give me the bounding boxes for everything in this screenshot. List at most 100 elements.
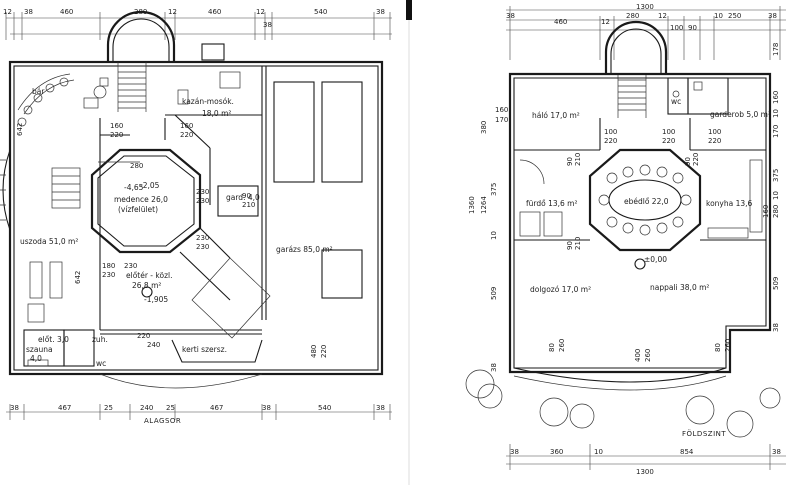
dim-in-14: 230 bbox=[124, 262, 137, 270]
dim-in-7: 230 bbox=[196, 197, 209, 205]
gdim-left-3: 1264 bbox=[480, 196, 488, 214]
gdim-left-1: 1360 bbox=[468, 196, 476, 214]
gdim-bottom-6: 1300 bbox=[636, 468, 654, 476]
label-level-a: -4,65 bbox=[124, 183, 144, 192]
label-halo: háló 17,0 m² bbox=[532, 111, 580, 120]
dim-top-9: 540 bbox=[314, 8, 327, 16]
gdim-in-4: 220 bbox=[604, 137, 617, 145]
dim-top-10: 38 bbox=[376, 8, 385, 16]
label-eloter-area: 26,8 m² bbox=[132, 281, 161, 290]
gdim-in-18: 260 bbox=[644, 349, 652, 362]
dim-bottom-6: 467 bbox=[210, 404, 223, 412]
label-kerti: kerti szersz. bbox=[182, 345, 227, 354]
dim-top-7: 12 bbox=[256, 8, 265, 16]
gdim-in-5: 100 bbox=[662, 128, 675, 136]
ground-plan: 1300 38 460 12 280 12 100 90 10 250 38 bbox=[465, 3, 786, 476]
dining-chairs bbox=[598, 164, 692, 236]
gdim-bottom-3: 10 bbox=[594, 448, 603, 456]
bar-area bbox=[17, 73, 109, 127]
gdim-right-6: 10 bbox=[772, 191, 780, 200]
dim-left-1: 642 bbox=[16, 123, 24, 136]
gdim-right-8: 280 bbox=[772, 205, 780, 218]
gdim-in-11: 90 bbox=[684, 157, 692, 166]
dim-top-5: 12 bbox=[168, 8, 177, 16]
gdim-in-20: 260 bbox=[724, 339, 732, 352]
gdim-top-1: 1300 bbox=[636, 3, 654, 11]
dim-bottom-9: 38 bbox=[376, 404, 385, 412]
dim-bottom-5: 25 bbox=[166, 404, 175, 412]
dim-bottom-3: 25 bbox=[104, 404, 113, 412]
gdim-right-4: 170 bbox=[772, 125, 780, 138]
gdim-in-13: 100 bbox=[708, 128, 721, 136]
gdim-in-6: 220 bbox=[662, 137, 675, 145]
basement-stairs bbox=[117, 62, 147, 112]
gdim-right-9: 509 bbox=[772, 277, 780, 290]
label-wc: wc bbox=[96, 359, 106, 368]
dim-in-13: 230 bbox=[102, 271, 115, 279]
basement-title: ALAGSOR bbox=[144, 417, 181, 425]
gdim-in-3: 100 bbox=[604, 128, 617, 136]
dim-in-12: 180 bbox=[102, 262, 115, 270]
label-garazs: garázs 85,0 m² bbox=[276, 245, 333, 254]
label-szauna: szauna bbox=[26, 345, 53, 354]
label-konyha: konyha 13,6 bbox=[706, 199, 753, 208]
dim-in-5: 280 bbox=[130, 162, 143, 170]
dim-top-3: 460 bbox=[60, 8, 73, 16]
dim-in-9: 230 bbox=[196, 243, 209, 251]
dim-in-15: 220 bbox=[137, 332, 150, 340]
label-medence: medence 26,0 bbox=[114, 195, 168, 204]
basement-bottom-dimensions: 38 467 25 240 25 467 38 540 38 bbox=[6, 404, 392, 420]
gdim-right-1: 178 bbox=[772, 43, 780, 56]
dim-top-1: 12 bbox=[3, 8, 12, 16]
gdim-in-15: 80 bbox=[548, 343, 556, 352]
dim-top-8: 38 bbox=[263, 21, 272, 29]
gdim-right-7: 160 bbox=[762, 205, 770, 218]
dim-in-8: 230 bbox=[196, 234, 209, 242]
ground-top-dimensions: 1300 38 460 12 280 12 100 90 10 250 38 bbox=[506, 3, 786, 60]
gdim-in-7: 90 bbox=[566, 157, 574, 166]
label-eloter2: előt. 3,0 bbox=[38, 335, 69, 344]
gdim-in-17: 400 bbox=[634, 349, 642, 362]
label-level-c: -1,905 bbox=[144, 295, 168, 304]
gdim-left-4: 375 bbox=[490, 183, 498, 196]
ground-stairs bbox=[617, 74, 647, 118]
label-medence-sub: (vízfelület) bbox=[118, 205, 158, 214]
pool-stairs bbox=[51, 167, 81, 209]
gdim-bottom-2: 360 bbox=[550, 448, 563, 456]
gdim-in-12: 220 bbox=[692, 153, 700, 166]
gdim-top-8: 90 bbox=[688, 24, 697, 32]
basement-top-dimensions: 12 38 460 280 12 460 12 38 540 38 bbox=[3, 8, 392, 40]
dim-in-1: 160 bbox=[110, 122, 123, 130]
dim-in-11: 210 bbox=[242, 201, 255, 209]
gdim-in-10: 210 bbox=[574, 237, 582, 250]
gdim-top-2: 38 bbox=[506, 12, 515, 20]
label-uszoda: uszoda 51,0 m² bbox=[20, 237, 78, 246]
label-level-b: -2,05 bbox=[140, 181, 160, 190]
gdim-right-10: 38 bbox=[772, 323, 780, 332]
gdim-in-14: 220 bbox=[708, 137, 721, 145]
dim-in-10: 90 bbox=[242, 192, 251, 200]
dim-in-17: 480 bbox=[310, 345, 318, 358]
gdim-top-7: 100 bbox=[670, 24, 683, 32]
dim-in-3: 160 bbox=[180, 122, 193, 130]
label-eloter: előtér - közl. bbox=[126, 271, 172, 280]
ground-title: FÖLDSZINT bbox=[682, 429, 726, 438]
dim-bottom-4: 240 bbox=[140, 404, 153, 412]
label-furdo: fürdő 13,6 m² bbox=[526, 199, 577, 208]
dim-top-2: 38 bbox=[24, 8, 33, 16]
dim-in-2: 220 bbox=[110, 131, 123, 139]
gdim-bottom-5: 38 bbox=[772, 448, 781, 456]
gdim-right-5: 375 bbox=[772, 169, 780, 182]
gdim-bottom-1: 38 bbox=[510, 448, 519, 456]
label-kazan-area: 18,0 m² bbox=[202, 109, 231, 118]
gdim-top-10: 250 bbox=[728, 12, 741, 20]
label-nappali: nappali 38,0 m² bbox=[650, 283, 709, 292]
gdim-in-1: 160 bbox=[495, 106, 508, 114]
gdim-top-11: 38 bbox=[768, 12, 777, 20]
dim-bottom-2: 467 bbox=[58, 404, 71, 412]
gdim-top-3: 460 bbox=[554, 18, 567, 26]
label-dolgozo: dolgozó 17,0 m² bbox=[530, 285, 591, 294]
basement-plan: 12 38 460 280 12 460 12 38 540 38 bbox=[0, 8, 392, 425]
gdim-top-6: 12 bbox=[658, 12, 667, 20]
